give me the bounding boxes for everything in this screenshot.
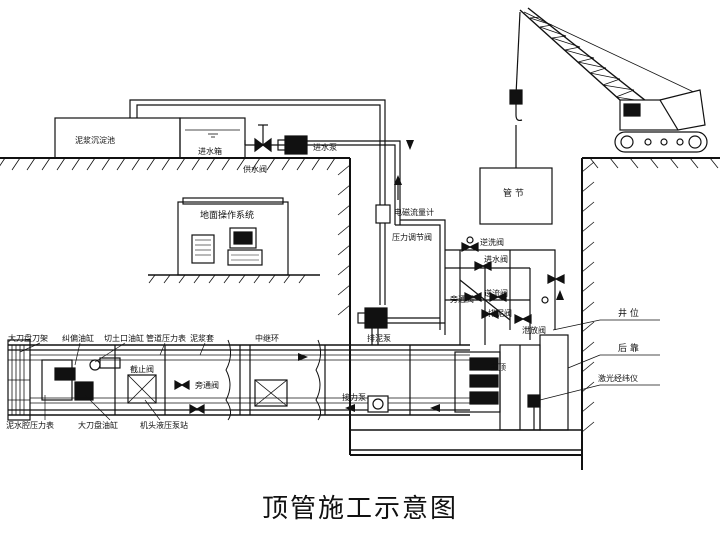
label-flowmeter: 电磁流量计 xyxy=(394,207,434,217)
label-water-tank: 进水箱 xyxy=(198,146,222,156)
label-cutter-frame: 大刀盘刀架 xyxy=(8,333,48,343)
label-booster-pump: 接力泵 xyxy=(342,392,366,402)
label-inlet-valve: 进水阀 xyxy=(484,254,508,264)
label-inlet-pump: 进水泵 xyxy=(313,142,337,152)
pipe-section-box xyxy=(479,125,553,225)
leader-lines xyxy=(539,319,660,401)
ground-outline xyxy=(0,157,720,470)
label-reverse-valve-1: 逆洗阀 xyxy=(480,237,504,247)
label-cutter-cyl: 大刀盘油缸 xyxy=(78,420,118,430)
label-reverse-valve-2: 逆流阀 xyxy=(484,288,508,298)
label-pressure-valve: 压力调节阀 xyxy=(392,232,432,242)
mud-settling-tank xyxy=(54,99,386,159)
label-pipe-pressure: 管道压力表 xyxy=(146,333,186,343)
label-well-position: 井 位 xyxy=(618,307,639,319)
label-supply-valve: 供水阀 xyxy=(243,164,267,174)
label-main-jack: 主顶 xyxy=(490,362,506,372)
label-mud-sleeve: 泥浆套 xyxy=(190,333,214,343)
jacking-pipeline xyxy=(7,339,470,421)
label-laser: 激光经纬仪 xyxy=(598,373,638,383)
main-riser-pipe xyxy=(375,120,414,305)
label-mud-chamber-gauge: 泥水腔压力表 xyxy=(6,420,54,430)
supply-valve xyxy=(245,124,285,153)
label-pipe-section: 管 节 xyxy=(503,187,524,199)
label-cut-port-cyl: 切土口油缸 xyxy=(104,333,144,343)
crawler-crane-icon xyxy=(509,7,708,153)
label-drain-valve-1: 排泥阀 xyxy=(488,308,512,318)
label-cutoff-valve: 截止阀 xyxy=(130,364,154,374)
labels: 泥浆沉淀池 进水箱 供水阀 进水泵 管 节 电磁流量计 压力调节阀 逆洗阀 进水… xyxy=(6,135,639,430)
label-ground-control: 地面操作系统 xyxy=(200,209,254,221)
valve-network xyxy=(395,219,565,345)
label-vent-valve: 泄放阀 xyxy=(522,325,546,335)
label-discharge-pump: 排泥泵 xyxy=(367,333,391,343)
label-bypass-valve-2: 旁通阀 xyxy=(195,380,219,390)
label-hydraulic-station: 机头液压泵站 xyxy=(140,420,188,430)
control-console-icon xyxy=(177,197,289,276)
inlet-pump-icon xyxy=(277,135,401,225)
diagram-caption: 顶管施工示意图 xyxy=(261,494,458,524)
discharge-pump-icon xyxy=(357,307,445,345)
label-mud-tank: 泥浆沉淀池 xyxy=(75,135,115,145)
label-back-wall: 后 靠 xyxy=(618,342,639,354)
component-leaders xyxy=(19,342,206,421)
main-jack xyxy=(454,334,569,431)
label-correction-cyl: 纠偏油缸 xyxy=(62,333,94,343)
label-relay-ring: 中继环 xyxy=(255,333,279,343)
label-bypass-valve-1: 旁通阀 xyxy=(450,294,474,304)
